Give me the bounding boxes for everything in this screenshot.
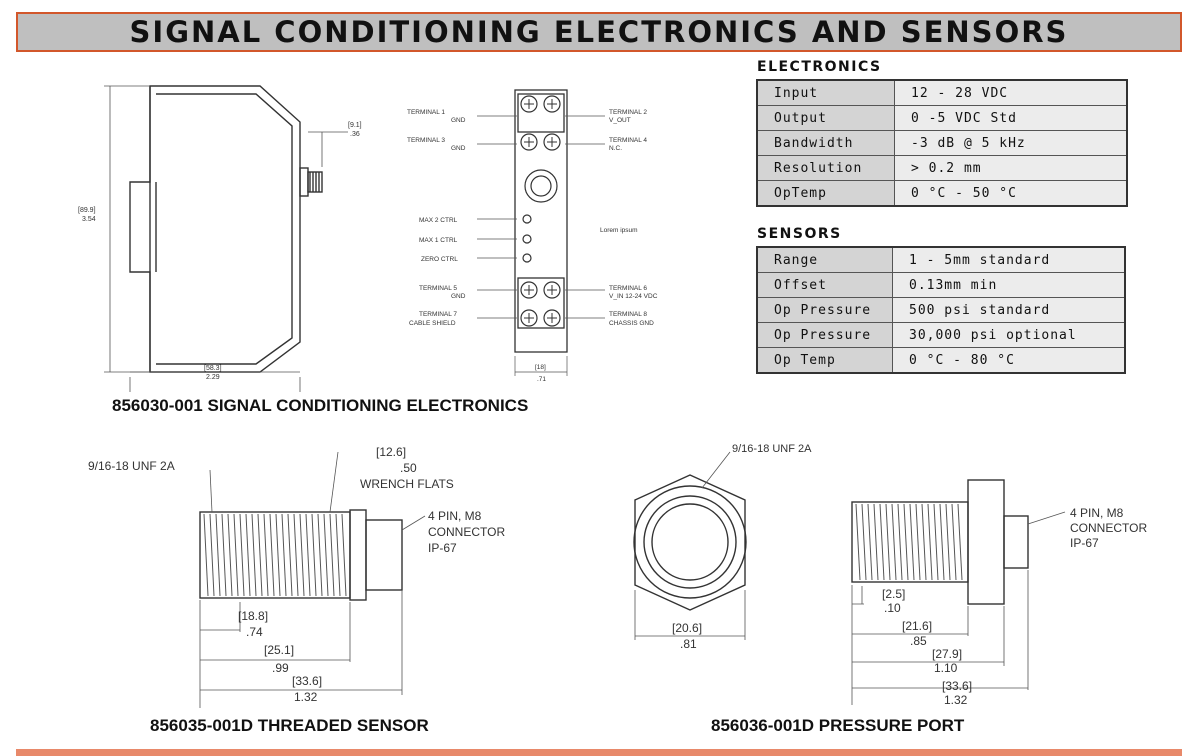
- title-banner: SIGNAL CONDITIONING ELECTRONICS AND SENS…: [16, 12, 1182, 52]
- t2-label: TERMINAL 2: [609, 109, 647, 116]
- t1-label: TERMINAL 1: [407, 109, 445, 116]
- spec-label: Op Temp: [756, 347, 893, 374]
- t3-sub: GND: [451, 145, 466, 152]
- pp-dim1-in: .85: [910, 634, 927, 648]
- spec-row: Bandwidth-3 dB @ 5 kHz: [756, 130, 1128, 156]
- spec-value: -3 dB @ 5 kHz: [894, 130, 1128, 156]
- pp-dim2-in: 1.10: [934, 661, 958, 675]
- spec-label: Op Pressure: [756, 297, 893, 323]
- pressure-caption: 856036-001D PRESSURE PORT: [711, 716, 965, 735]
- spec-value: 12 - 28 VDC: [894, 79, 1128, 106]
- electronics-front-drawing: TERMINAL 1 GND TERMINAL 3 GND TERMINAL 2…: [407, 89, 658, 383]
- t2-sub: V_OUT: [609, 117, 631, 124]
- dim-front-in: .71: [537, 376, 546, 383]
- spec-value: 500 psi standard: [892, 297, 1126, 323]
- dim-conn-mm: [9.1]: [348, 122, 362, 129]
- spec-label: Op Pressure: [756, 322, 893, 348]
- pp-conn-2: CONNECTOR: [1070, 521, 1147, 535]
- t4-label: TERMINAL 4: [609, 137, 647, 144]
- t8-label: TERMINAL 8: [609, 311, 647, 318]
- threaded-caption: 856035-001D THREADED SENSOR: [150, 716, 429, 735]
- spec-label: OpTemp: [756, 180, 895, 207]
- dim-conn-in: .36: [350, 131, 360, 138]
- pp-dim1-mm: [21.6]: [902, 619, 932, 633]
- pp-conn-3: IP-67: [1070, 536, 1099, 550]
- spec-label: Offset: [756, 272, 893, 298]
- flats-mm: [12.6]: [376, 445, 406, 459]
- hex-mm: [20.6]: [672, 621, 702, 635]
- pp-dim2-mm: [27.9]: [932, 647, 962, 661]
- t5-label: TERMINAL 5: [419, 285, 457, 292]
- pressure-port-drawing: 9/16-18 UNF 2A [20.6] .81 4 PIN, M8 CONN…: [633, 443, 1147, 707]
- threaded-sensor-drawing: 9/16-18 UNF 2A [12.6] .50 WRENCH FLATS 4…: [88, 445, 505, 708]
- pp-dim3-mm: [33.6]: [942, 679, 972, 693]
- t5-sub: GND: [451, 293, 466, 300]
- t1-sub: GND: [451, 117, 466, 124]
- electronics-title: ELECTRONICS: [757, 59, 882, 75]
- t7-sub: CABLE SHIELD: [409, 320, 456, 327]
- spec-row: Resolution> 0.2 mm: [756, 155, 1128, 181]
- spec-value: 30,000 psi optional: [892, 322, 1126, 348]
- spec-label: Range: [756, 246, 893, 273]
- flats-label: WRENCH FLATS: [360, 477, 454, 491]
- spec-label: Output: [756, 105, 895, 131]
- spec-label: Input: [756, 79, 895, 106]
- hex-in: .81: [680, 637, 697, 651]
- pp-dim0-mm: [2.5]: [882, 587, 905, 601]
- dim-front-mm: [18]: [535, 364, 546, 371]
- spec-value: 0.13mm min: [892, 272, 1126, 298]
- dim2-in: .99: [272, 661, 289, 675]
- pp-dim3-in: 1.32: [944, 693, 968, 707]
- dim-width-mm: [58.3]: [204, 365, 222, 372]
- spec-value: 1 - 5mm standard: [892, 246, 1126, 273]
- dim-width-in: 2.29: [206, 374, 220, 381]
- spec-label: Resolution: [756, 155, 895, 181]
- zero-label: ZERO CTRL: [421, 256, 458, 263]
- spec-value: > 0.2 mm: [894, 155, 1128, 181]
- dim1-mm: [18.8]: [238, 609, 268, 623]
- dim-height-in: 3.54: [82, 216, 96, 223]
- page-title: SIGNAL CONDITIONING ELECTRONICS AND SENS…: [129, 15, 1069, 49]
- electronics-caption: 856030-001 SIGNAL CONDITIONING ELECTRONI…: [112, 396, 529, 415]
- t6-label: TERMINAL 6: [609, 285, 647, 292]
- flats-in: .50: [400, 461, 417, 475]
- footer-bar: [16, 749, 1182, 756]
- electronics-side-drawing: [89.9] 3.54 [58.3] 2.29 [9.1] .36: [78, 85, 362, 392]
- pp-thread: 9/16-18 UNF 2A: [732, 443, 812, 455]
- t8-sub: CHASSIS GND: [609, 320, 654, 327]
- conn-2: CONNECTOR: [428, 525, 505, 539]
- dim2-mm: [25.1]: [264, 643, 294, 657]
- t7-label: TERMINAL 7: [419, 311, 457, 318]
- pp-dim0-in: .10: [884, 601, 901, 615]
- spec-value: 0 °C - 80 °C: [892, 347, 1126, 374]
- t6-sub: V_IN 12-24 VDC: [609, 293, 658, 300]
- conn-3: IP-67: [428, 541, 457, 555]
- pp-conn-1: 4 PIN, M8: [1070, 506, 1124, 520]
- sensors-title: SENSORS: [757, 226, 842, 242]
- max2-label: MAX 2 CTRL: [419, 217, 458, 224]
- spec-value: 0 -5 VDC Std: [894, 105, 1128, 131]
- dim1-in: .74: [246, 625, 263, 639]
- dim3-in: 1.32: [294, 690, 318, 704]
- dim3-mm: [33.6]: [292, 674, 322, 688]
- spec-label: Bandwidth: [756, 130, 895, 156]
- max1-label: MAX 1 CTRL: [419, 237, 458, 244]
- t3-label: TERMINAL 3: [407, 137, 445, 144]
- t4-sub: N.C.: [609, 145, 622, 152]
- lorem-label: Lorem ipsum: [600, 227, 638, 234]
- thread-spec: 9/16-18 UNF 2A: [88, 459, 175, 473]
- spec-value: 0 °C - 50 °C: [894, 180, 1128, 207]
- conn-1: 4 PIN, M8: [428, 509, 482, 523]
- dim-height-mm: [89.9]: [78, 207, 96, 214]
